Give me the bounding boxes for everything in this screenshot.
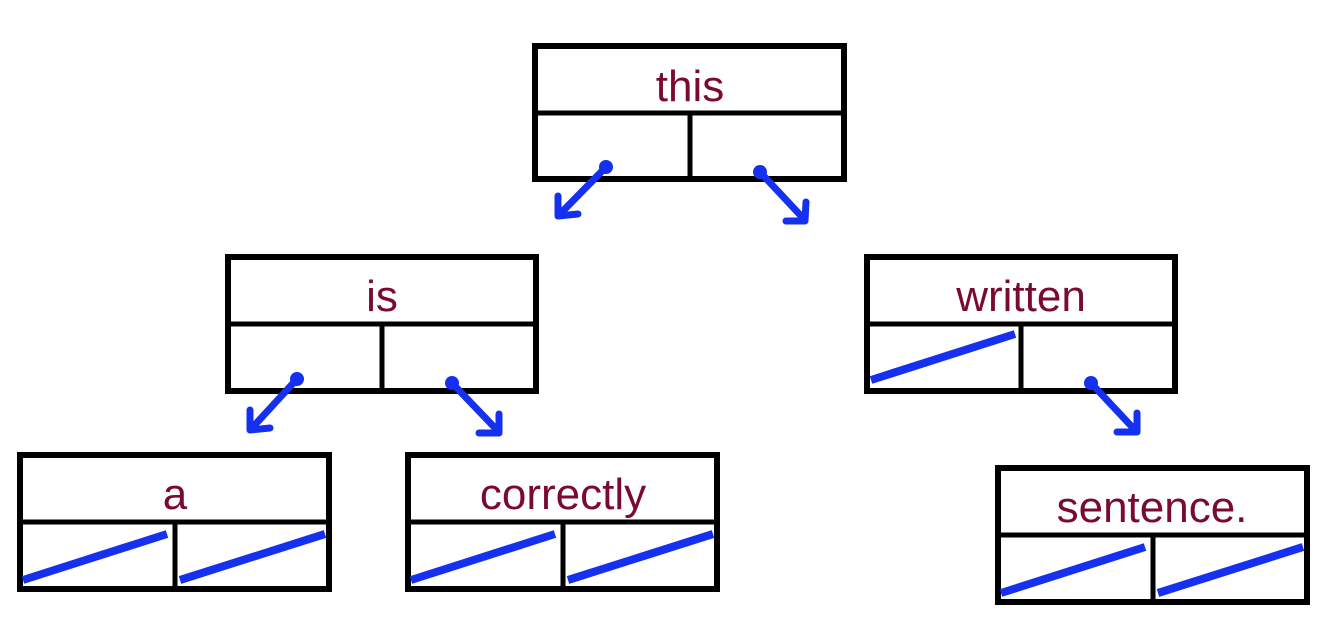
- pointer-written-right-arrow: [1084, 376, 1141, 436]
- a-left-null-slash: [21, 530, 169, 584]
- a-right-null-slash: [178, 530, 327, 584]
- pointer-this-right-arrow: [753, 165, 810, 225]
- node-this: this: [532, 43, 847, 182]
- correctly-left-null-slash: [409, 530, 557, 584]
- node-sentence-label: sentence.: [1057, 483, 1248, 532]
- node-correctly-label: correctly: [480, 470, 646, 519]
- pointer-this-left-arrow: [554, 160, 613, 220]
- node-written: written: [864, 254, 1178, 394]
- node-a: a: [17, 452, 332, 592]
- node-a-label: a: [163, 470, 188, 519]
- sentence-right-null-slash: [1156, 543, 1305, 597]
- node-correctly: correctly: [405, 452, 720, 592]
- pointer-is-left-arrow: [246, 372, 304, 434]
- node-this-label: this: [656, 62, 724, 111]
- pointer-is-right-arrow: [445, 376, 503, 437]
- node-written-label: written: [955, 272, 1086, 321]
- correctly-right-null-slash: [566, 530, 715, 584]
- sentence-left-null-slash: [999, 543, 1147, 597]
- node-is-label: is: [366, 272, 398, 321]
- node-sentence: sentence.: [995, 465, 1310, 605]
- written-left-null-slash: [869, 330, 1017, 384]
- node-is: is: [225, 254, 539, 394]
